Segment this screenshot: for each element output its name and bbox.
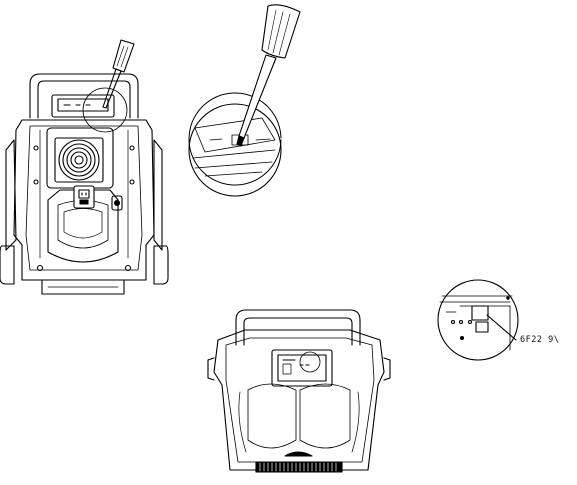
handle-icon xyxy=(29,73,139,119)
wheel-icon xyxy=(0,245,169,285)
rear-view-unit xyxy=(0,39,169,295)
handle-icon xyxy=(235,309,361,346)
fan-grille-icon xyxy=(54,137,104,183)
screwdriver-icon xyxy=(236,4,301,147)
callout-label: 6F22 9\ xyxy=(520,335,560,345)
detail-circle-control-panel xyxy=(437,279,519,361)
power-inlet-icon xyxy=(73,185,95,209)
screwdriver-icon xyxy=(102,39,135,109)
detail-circle-screwdriver xyxy=(188,4,301,197)
top-view-unit xyxy=(207,309,391,473)
